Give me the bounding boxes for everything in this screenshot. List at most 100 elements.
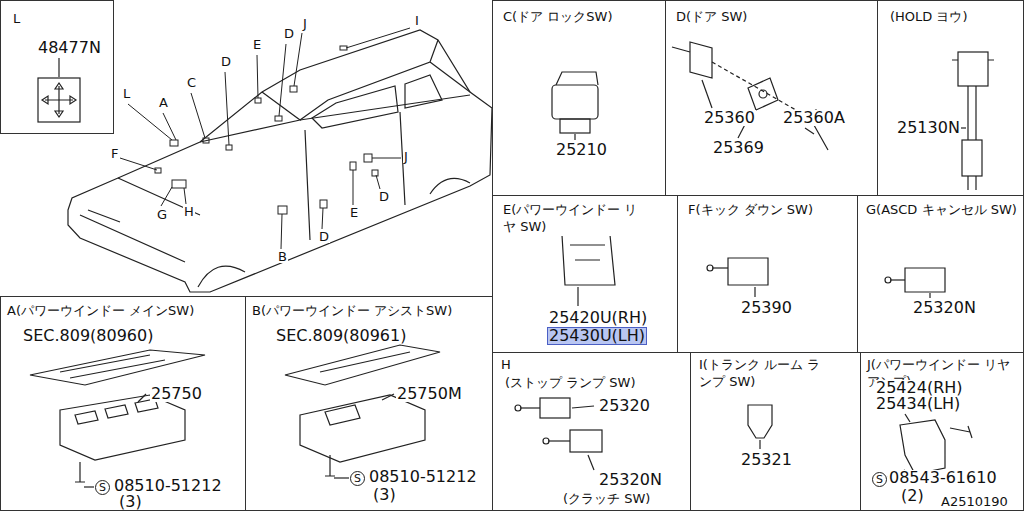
drawing-line <box>805 128 814 134</box>
drawing-line <box>952 59 994 60</box>
drawing-line <box>364 154 372 162</box>
drawing-line <box>200 92 300 142</box>
drawing-line <box>340 46 347 50</box>
drawing-line <box>300 95 470 120</box>
part-number: 08510-51212 <box>368 469 478 485</box>
door-switch <box>672 42 828 150</box>
note-text: (クラッチ SW) <box>562 492 651 505</box>
drawing-line <box>929 293 930 298</box>
drawing-line <box>320 200 327 208</box>
panel-heading: B(パワーウインドー アシストSW) <box>252 303 452 320</box>
drawing-line <box>570 245 605 260</box>
part-number: (2) <box>900 488 925 504</box>
part-number: 08510-51212 <box>113 478 223 494</box>
drawing-line <box>275 116 282 121</box>
drawing-line <box>728 258 768 285</box>
drawing-line <box>552 85 598 119</box>
part-number: 25369 <box>712 140 765 156</box>
part-number: 25320 <box>598 398 651 414</box>
location-letter: A <box>158 96 169 109</box>
part-number: SEC.809(80961) <box>275 328 407 344</box>
drawing-line <box>60 355 165 378</box>
drawing-line <box>905 268 945 292</box>
drawing-line <box>203 138 209 143</box>
part-number: 25130N <box>896 120 961 136</box>
part-number: 25321 <box>740 452 793 468</box>
drawing-line <box>712 267 728 268</box>
door-lock-switch <box>552 72 598 140</box>
panel-box: C(ドア ロックSW) <box>492 0 666 196</box>
drawing-line <box>155 168 161 173</box>
drawing-line <box>75 399 158 424</box>
panel-heading: (ストップ ランプ SW) <box>505 375 636 392</box>
drawing-line <box>905 414 910 422</box>
panel-heading: G(ASCD キャンセル SW) <box>866 202 1017 219</box>
location-letter: E <box>252 38 262 51</box>
drawing-line <box>80 178 200 262</box>
part-number: 25750 <box>150 386 203 402</box>
panel-heading: D(ドア SW) <box>676 9 747 26</box>
part-number: 25360A <box>782 110 846 126</box>
drawing-line <box>707 265 713 271</box>
location-letter: I <box>414 14 420 27</box>
drawing-line <box>300 395 425 462</box>
drawing-line <box>290 86 297 92</box>
drawing-line <box>325 455 335 476</box>
drawing-line <box>405 75 442 108</box>
part-number: 25320N <box>912 300 977 316</box>
part-number: 25420U(RH) <box>548 310 648 326</box>
location-letter: D <box>283 27 295 40</box>
panel-heading: (HOLD ヨウ) <box>890 9 968 26</box>
drawing-line <box>962 140 982 176</box>
drawing-line <box>754 287 755 297</box>
part-number: 25360 <box>703 110 756 126</box>
location-letter: G <box>156 208 168 221</box>
drawing-line <box>68 30 492 292</box>
drawing-line <box>278 206 287 214</box>
drawing-line <box>120 158 401 249</box>
location-letter: J <box>302 17 308 30</box>
drawing-line <box>305 112 405 240</box>
drawing-line <box>515 405 521 411</box>
drawing-line <box>226 145 232 150</box>
panel-heading: L <box>13 11 20 28</box>
panel-box: F(キック ダウン SW) <box>677 195 858 353</box>
part-number: 25750M <box>396 386 463 402</box>
location-letter: H <box>183 205 195 218</box>
drawing-line <box>128 28 410 145</box>
panel-heading: C(ドア ロックSW) <box>503 9 612 26</box>
drawing-line <box>84 486 94 487</box>
panel-box: D(ドア SW) <box>665 0 878 196</box>
drawing-line <box>572 406 594 408</box>
drawing-line <box>748 78 778 110</box>
drawing-line <box>577 287 578 306</box>
part-number: SEC.809(80960) <box>22 328 154 344</box>
drawing-line <box>748 405 772 438</box>
drawing-line <box>170 140 178 146</box>
panel-heading: A(パワーウインドー メインSW) <box>7 303 194 320</box>
highlighted-part-number: 25430U(LH) <box>548 328 646 344</box>
drawing-line <box>900 420 945 474</box>
part-number: 25434(LH) <box>875 396 961 412</box>
panel-box: J(パワーウインドー リヤ アンプ) <box>860 352 1024 511</box>
drawing-line <box>759 440 760 449</box>
drawing-line <box>560 119 590 133</box>
drawing-line <box>325 405 360 425</box>
drawing-line <box>60 395 185 460</box>
panel-heading: I(トランク ルーム ランプ SW) <box>699 357 824 391</box>
drawing-line <box>968 176 976 190</box>
standard-part-mark: S <box>872 472 887 487</box>
drawing-line <box>543 438 549 444</box>
panel-box: (HOLD ヨウ) <box>877 0 1024 196</box>
location-letter: B <box>277 250 288 263</box>
drawing-line <box>885 277 891 283</box>
location-letter: L <box>122 87 131 100</box>
drawing-line <box>334 477 349 478</box>
drawing-line <box>520 407 540 408</box>
part-number: 08543-61610 <box>888 470 998 486</box>
drawing-line <box>58 58 59 77</box>
part-number: 25210 <box>555 142 608 158</box>
location-letter: D <box>318 230 330 243</box>
drawing-line <box>968 86 976 140</box>
